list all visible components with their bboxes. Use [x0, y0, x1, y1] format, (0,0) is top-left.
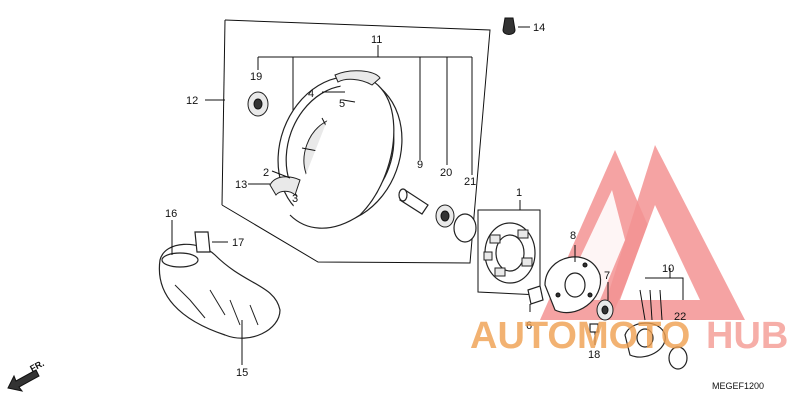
callout-5: 5 [339, 98, 345, 110]
collar-6 [527, 285, 544, 305]
callout-19: 19 [250, 71, 262, 83]
wheel-group-frame [205, 19, 491, 264]
callout-6: 6 [526, 320, 532, 332]
callout-21: 21 [464, 176, 476, 188]
watermark-text: AUTOMOTO HUB [470, 315, 788, 357]
clip-17 [194, 231, 228, 253]
callout-22: 22 [674, 311, 686, 323]
direction-label: FR. [28, 358, 45, 374]
callout-8: 8 [570, 230, 576, 242]
watermark-part1: AUTOMOTO [470, 315, 690, 357]
hub-group-frame [645, 268, 684, 300]
front-direction-arrow: FR. [7, 358, 46, 392]
callout-4: 4 [308, 88, 314, 100]
bearing-7 [596, 299, 614, 321]
bearing-19 [247, 91, 269, 117]
callout-20: 20 [440, 167, 452, 179]
valve-cap-14 [502, 17, 530, 35]
rim-band [269, 176, 301, 196]
callout-12: 12 [186, 95, 198, 107]
leader-lines [248, 91, 609, 345]
bearing-20 [435, 204, 455, 228]
oil-seal-21 [453, 213, 477, 243]
hub-10 [624, 289, 666, 358]
driven-flange-8 [544, 256, 602, 314]
o-ring [668, 346, 688, 370]
damper-group-frame [477, 200, 541, 296]
valve-band [334, 70, 381, 86]
callout-numbers: 1 2 3 4 5 6 7 8 9 10 11 12 13 14 15 16 1… [165, 22, 686, 379]
callout-14: 14 [533, 22, 545, 34]
callout-13: 13 [235, 179, 247, 191]
watermark-part2: HUB [706, 315, 788, 357]
callout-10: 10 [662, 263, 674, 275]
damper-rubbers [483, 222, 536, 284]
callout-16: 16 [165, 208, 177, 220]
callout-15: 15 [236, 367, 248, 379]
diagram-code: MEGEF1200 [712, 381, 764, 391]
rear-wheel [277, 74, 403, 229]
callout-18: 18 [588, 349, 600, 361]
callout-9: 9 [417, 159, 423, 171]
bolt-18 [589, 323, 599, 333]
callout-11: 11 [371, 34, 382, 46]
collar-9 [398, 188, 429, 215]
cap-16 [161, 220, 199, 268]
callout-3: 3 [292, 193, 298, 205]
callout-17: 17 [232, 237, 244, 249]
callout-7: 7 [604, 270, 610, 282]
callout-2: 2 [263, 167, 269, 179]
callout-1: 1 [516, 187, 522, 199]
